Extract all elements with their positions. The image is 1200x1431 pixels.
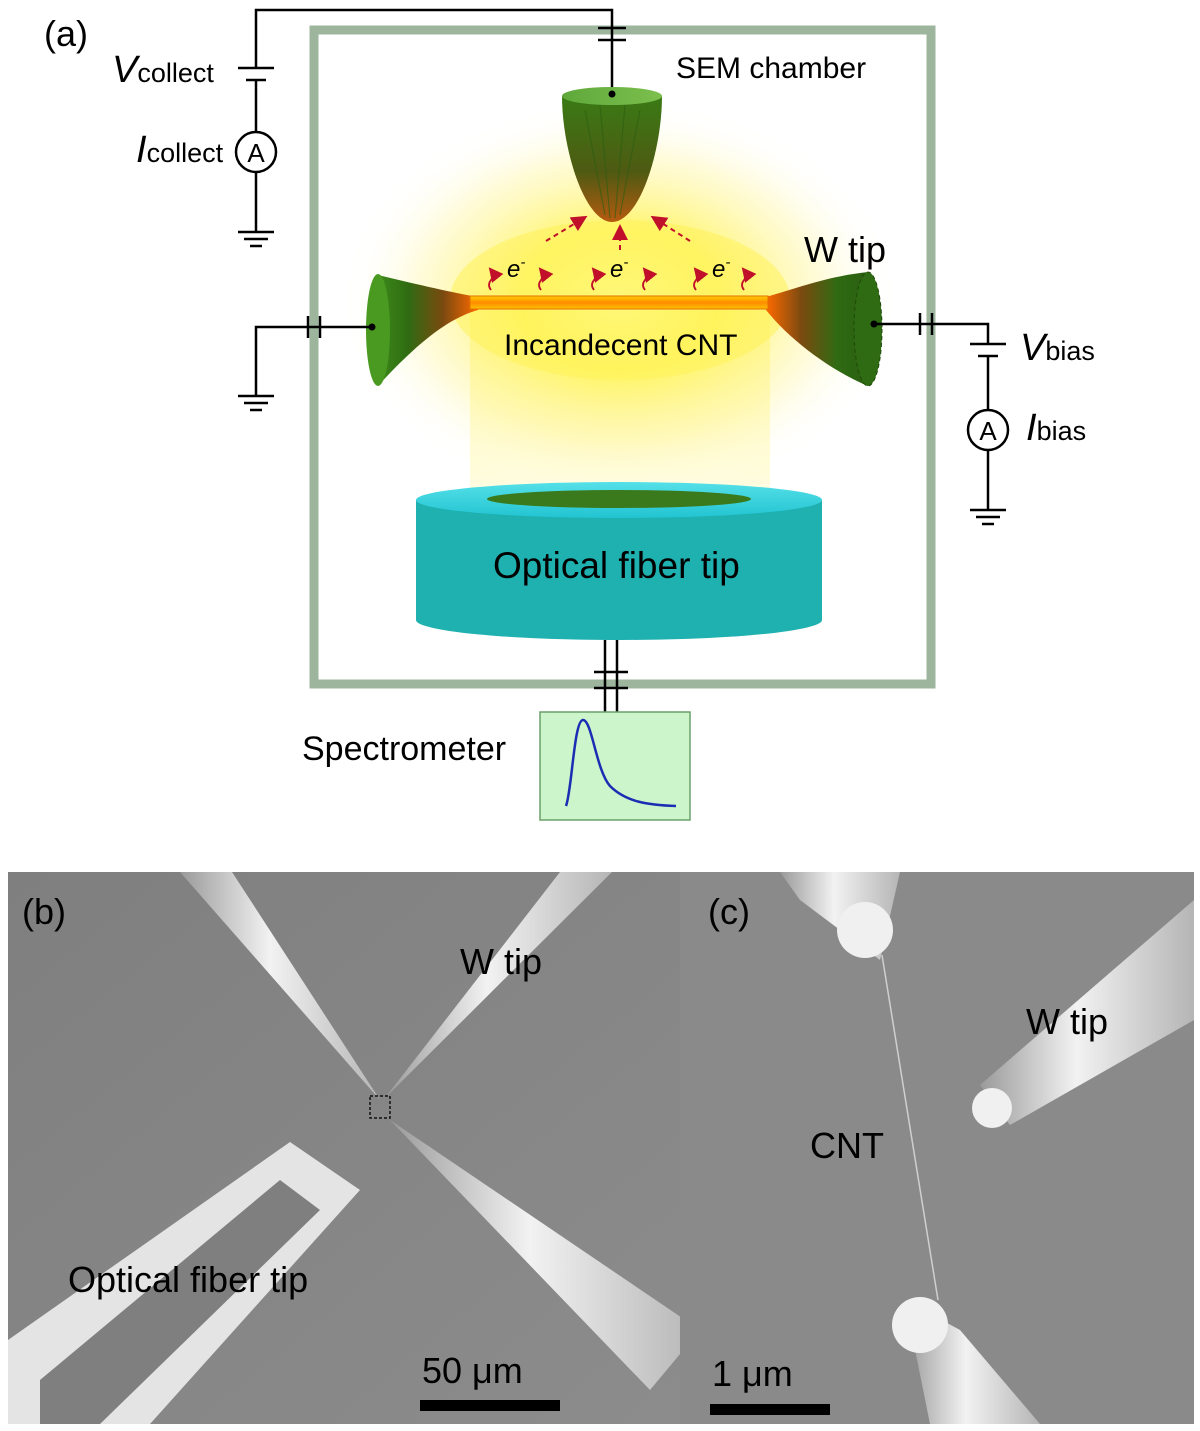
- w-tip-right: [766, 271, 883, 387]
- i-bias-symbol: I: [1026, 407, 1037, 449]
- panel-a: (a) SEM chamber A Vcollect: [44, 8, 1095, 821]
- spectrum-curve: [564, 718, 677, 808]
- fiber-cylinder-body: [416, 500, 822, 640]
- scale-label-b: 50 μm: [422, 1350, 523, 1391]
- collector-cup-lines: [584, 104, 641, 219]
- cnt-label-c: CNT: [810, 1125, 884, 1166]
- v-bias-symbol: V: [1020, 327, 1049, 369]
- squiggle-6: [741, 267, 757, 291]
- squiggle-1: [488, 267, 504, 291]
- panel-c: (c) W tip CNT 1 μm: [680, 872, 1194, 1424]
- i-collect-symbol: I: [136, 129, 147, 171]
- needle-lower-right: [390, 1120, 680, 1390]
- v-bias-label: Vbias: [1020, 327, 1095, 369]
- v-collect-subscript: collect: [137, 58, 214, 88]
- electron-paths: [545, 215, 691, 250]
- w-tip-right-face: [853, 271, 883, 387]
- panel-a-letter: (a): [44, 13, 88, 54]
- v-collect-symbol: V: [112, 49, 141, 91]
- tip-c-top-ball: [837, 902, 893, 958]
- tip-c-right-ball: [972, 1088, 1012, 1128]
- i-collect-label: Icollect: [136, 129, 224, 171]
- left-wire: [254, 325, 372, 396]
- fiber-core-b: [40, 1180, 320, 1424]
- squiggle-2: [538, 267, 554, 291]
- spectrometer-label: Spectrometer: [302, 730, 506, 768]
- w-tip-label-b: W tip: [460, 941, 542, 982]
- sem-b-content: [8, 872, 680, 1424]
- needle-upper-right: [385, 872, 612, 1098]
- zoom-box: [369, 1095, 391, 1119]
- bias-ammeter-symbol: A: [979, 416, 997, 446]
- v-bias-subscript: bias: [1045, 336, 1095, 366]
- fiber-label-a: Optical fiber tip: [493, 545, 740, 586]
- optical-fiber-tip-a: Optical fiber tip: [416, 482, 822, 640]
- squiggle-4: [642, 267, 658, 291]
- sem-c-content: [780, 872, 1194, 1424]
- i-bias-subscript: bias: [1037, 416, 1087, 446]
- cnt-filament-c: [881, 954, 939, 1301]
- electron-1-symbol: e: [507, 256, 520, 283]
- w-tip-left: [366, 274, 478, 386]
- w-tip-left-body: [378, 275, 478, 386]
- electron-2-sup: -: [623, 254, 628, 271]
- fiber-link: [594, 640, 628, 712]
- scale-bar-c: [710, 1404, 830, 1415]
- spectrometer-box: [539, 711, 691, 821]
- w-tip-label-a: W tip: [804, 229, 886, 270]
- tip-c-right-body: [980, 900, 1194, 1125]
- sem-chamber-label: SEM chamber: [676, 52, 866, 85]
- collector-cup: [562, 87, 662, 222]
- i-bias-label: Ibias: [1026, 407, 1086, 449]
- emission-squiggles: [488, 267, 757, 291]
- w-tip-right-body: [766, 272, 868, 386]
- electron-label-1: e-: [507, 254, 525, 283]
- v-collect-label: Vcollect: [112, 49, 214, 91]
- cnt-rod: [469, 295, 769, 310]
- i-collect-subscript: collect: [147, 138, 224, 168]
- cnt-label-a: Incandecent CNT: [504, 329, 737, 362]
- scale-bar-b: [420, 1400, 560, 1411]
- w-tip-label-c: W tip: [1026, 1001, 1108, 1042]
- electron-2-symbol: e: [610, 256, 623, 283]
- squiggle-5: [693, 267, 709, 291]
- panel-b-letter: (b): [22, 891, 66, 932]
- fiber-label-b: Optical fiber tip: [68, 1259, 308, 1300]
- collector-wire-top: [254, 8, 614, 90]
- electron-1-sup: -: [520, 254, 525, 271]
- sem-chamber-box: [309, 25, 936, 689]
- fiber-core: [487, 490, 751, 508]
- w-tip-left-face: [366, 274, 390, 386]
- panel-c-letter: (c): [708, 891, 750, 932]
- panel-b: (b) W tip Optical fiber tip 50 μm: [8, 872, 680, 1424]
- squiggle-3: [591, 267, 607, 291]
- bias-wire-top: [874, 322, 990, 344]
- electron-label-2: e-: [610, 254, 628, 283]
- scale-label-c: 1 μm: [712, 1353, 793, 1394]
- electron-3-symbol: e: [712, 256, 725, 283]
- collector-contact-dot: [608, 90, 616, 98]
- collector-ammeter-symbol: A: [247, 138, 265, 168]
- electron-3-sup: -: [725, 254, 730, 271]
- bias-circuit: [874, 313, 1010, 526]
- left-ground-circuit: [238, 316, 372, 412]
- needle-upper-left: [180, 872, 380, 1100]
- collector-circuit: [234, 8, 626, 248]
- electron-label-3: e-: [712, 254, 730, 283]
- electron-arrow-right: [650, 215, 691, 242]
- tip-c-bottom-ball: [892, 1297, 948, 1353]
- electron-arrow-left: [545, 215, 588, 242]
